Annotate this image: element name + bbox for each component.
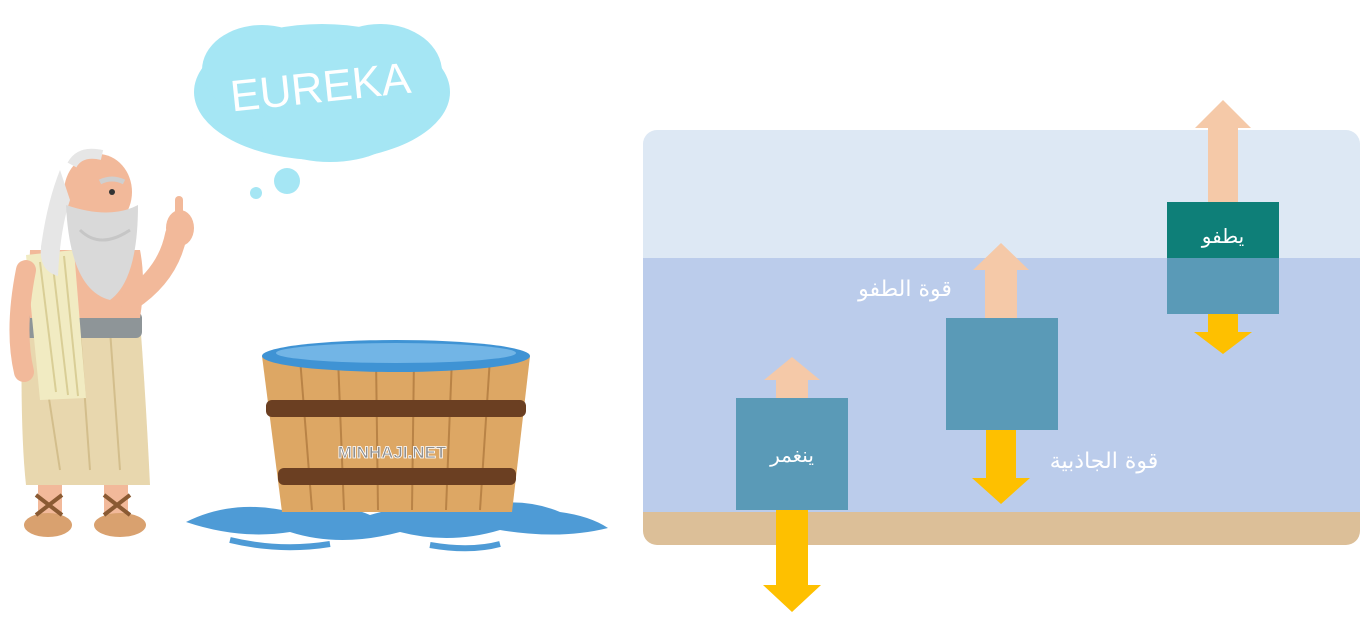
thought-bubble: EUREKA — [194, 24, 450, 199]
wooden-tub: MINHAJI.NET — [262, 340, 530, 512]
label-floats: يطفو — [1201, 224, 1244, 248]
floating-block-below-water — [1167, 258, 1279, 314]
floating-object: يطفو — [1167, 100, 1279, 354]
gravity-arrow — [972, 430, 1030, 504]
suspended-object: قوة الطفو قوة الجاذبية — [857, 243, 1158, 504]
buoyancy-diagram: ينغمر قوة الطفو قوة الجاذبية يطفو — [643, 100, 1360, 612]
label-sinks: ينغمر — [769, 443, 814, 467]
floating-block-above-water — [1167, 202, 1279, 258]
buoyancy-arrow — [973, 243, 1029, 318]
sinking-object: ينغمر — [736, 357, 848, 612]
seabed-layer — [643, 512, 1360, 545]
label-gravity-force: قوة الجاذبية — [1050, 449, 1158, 474]
label-buoyant-force: قوة الطفو — [857, 277, 952, 302]
floating-buoyancy-arrow — [1195, 100, 1251, 202]
sinking-block — [736, 398, 848, 510]
suspended-block — [946, 318, 1058, 430]
watermark-text: MINHAJI.NET — [338, 443, 447, 462]
sinking-gravity-arrow — [763, 510, 821, 612]
archimedes-figure — [9, 148, 194, 537]
archimedes-illustration: EUREKA — [9, 24, 608, 552]
floating-gravity-arrow — [1194, 314, 1252, 354]
sinking-buoyancy-arrow — [764, 357, 820, 398]
